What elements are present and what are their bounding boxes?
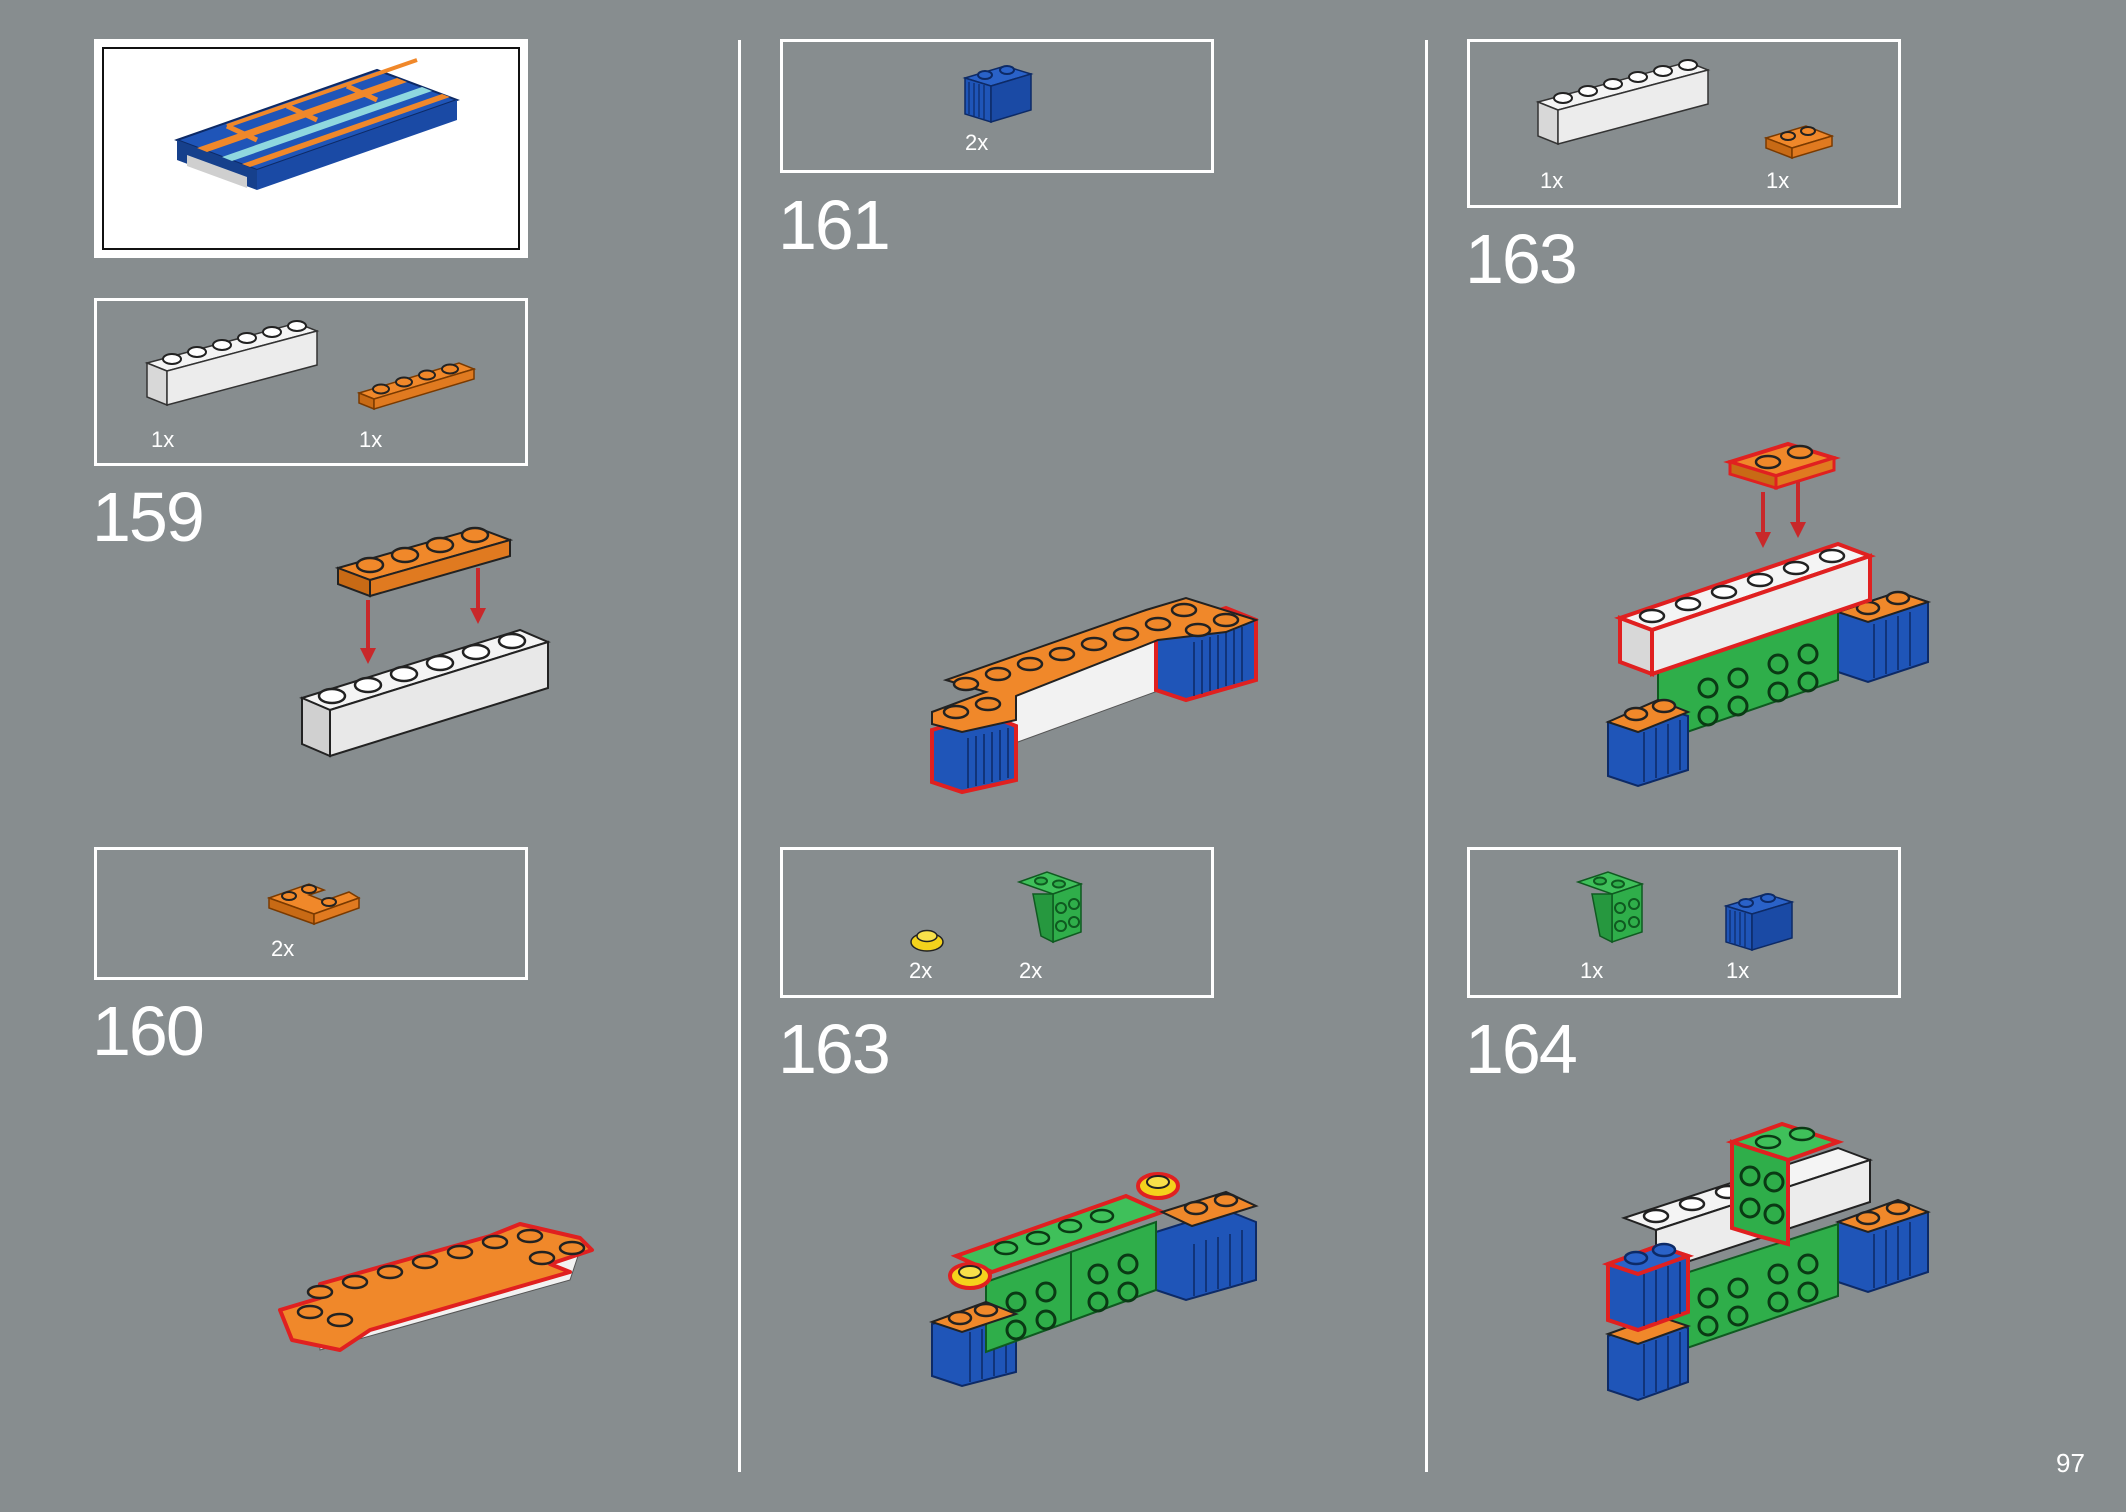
step-164-assembly-illustration (1601, 1121, 1931, 1402)
parts-callout-164: 1x 1x (1467, 847, 1901, 998)
parts-callout-163: 1x 1x (1467, 39, 1901, 208)
yellow-round-plate-icon (910, 929, 944, 952)
step-number-159: 159 (92, 478, 205, 556)
column-divider-1 (738, 40, 741, 1472)
step-number-160: 160 (92, 992, 205, 1070)
part-quantity: 2x (1019, 958, 1043, 983)
parts-callout-162: 2x 2x (780, 847, 1214, 998)
orange-plate-1x2-icon (1763, 125, 1835, 160)
step-number-164: 164 (1465, 1010, 1578, 1088)
part-quantity: 1x (1540, 168, 1564, 193)
part-quantity: 1x (1580, 958, 1604, 983)
green-bracket-icon (1016, 871, 1084, 944)
step-number-163: 163 (1465, 220, 1578, 298)
white-brick-1x6-icon (1535, 59, 1711, 146)
step-159-assembly-illustration (299, 526, 551, 758)
white-brick-1x6-icon (144, 320, 320, 407)
parts-callout-159: 1x 1x (94, 298, 528, 466)
step-163-assembly-illustration (1605, 441, 1932, 788)
step-162-assembly-illustration (928, 1172, 1259, 1388)
part-quantity: 2x (965, 130, 989, 155)
page-number: 97 (2056, 1448, 2085, 1478)
orange-plate-1x4-icon (356, 362, 477, 411)
overview-frame (94, 39, 528, 258)
part-quantity: 2x (909, 958, 933, 983)
green-bracket-icon (1575, 871, 1645, 944)
step-161-assembly-illustration (930, 596, 1259, 795)
part-quantity: 1x (1766, 168, 1790, 193)
blue-grille-brick-icon (962, 65, 1034, 124)
blue-grille-brick-icon (1723, 893, 1795, 952)
part-quantity: 1x (359, 427, 383, 452)
parts-callout-161: 2x (780, 39, 1214, 173)
step-number-161: 161 (778, 186, 891, 264)
parts-callout-160: 2x (94, 847, 528, 980)
part-quantity: 1x (151, 427, 175, 452)
column-divider-2 (1425, 40, 1428, 1472)
orange-corner-plate-icon (266, 883, 361, 926)
part-quantity: 1x (1726, 958, 1750, 983)
step-number-162: 163 (778, 1010, 891, 1088)
part-quantity: 2x (271, 936, 295, 961)
overview-model-illustration (174, 58, 460, 190)
step-160-assembly-illustration (278, 1222, 594, 1352)
